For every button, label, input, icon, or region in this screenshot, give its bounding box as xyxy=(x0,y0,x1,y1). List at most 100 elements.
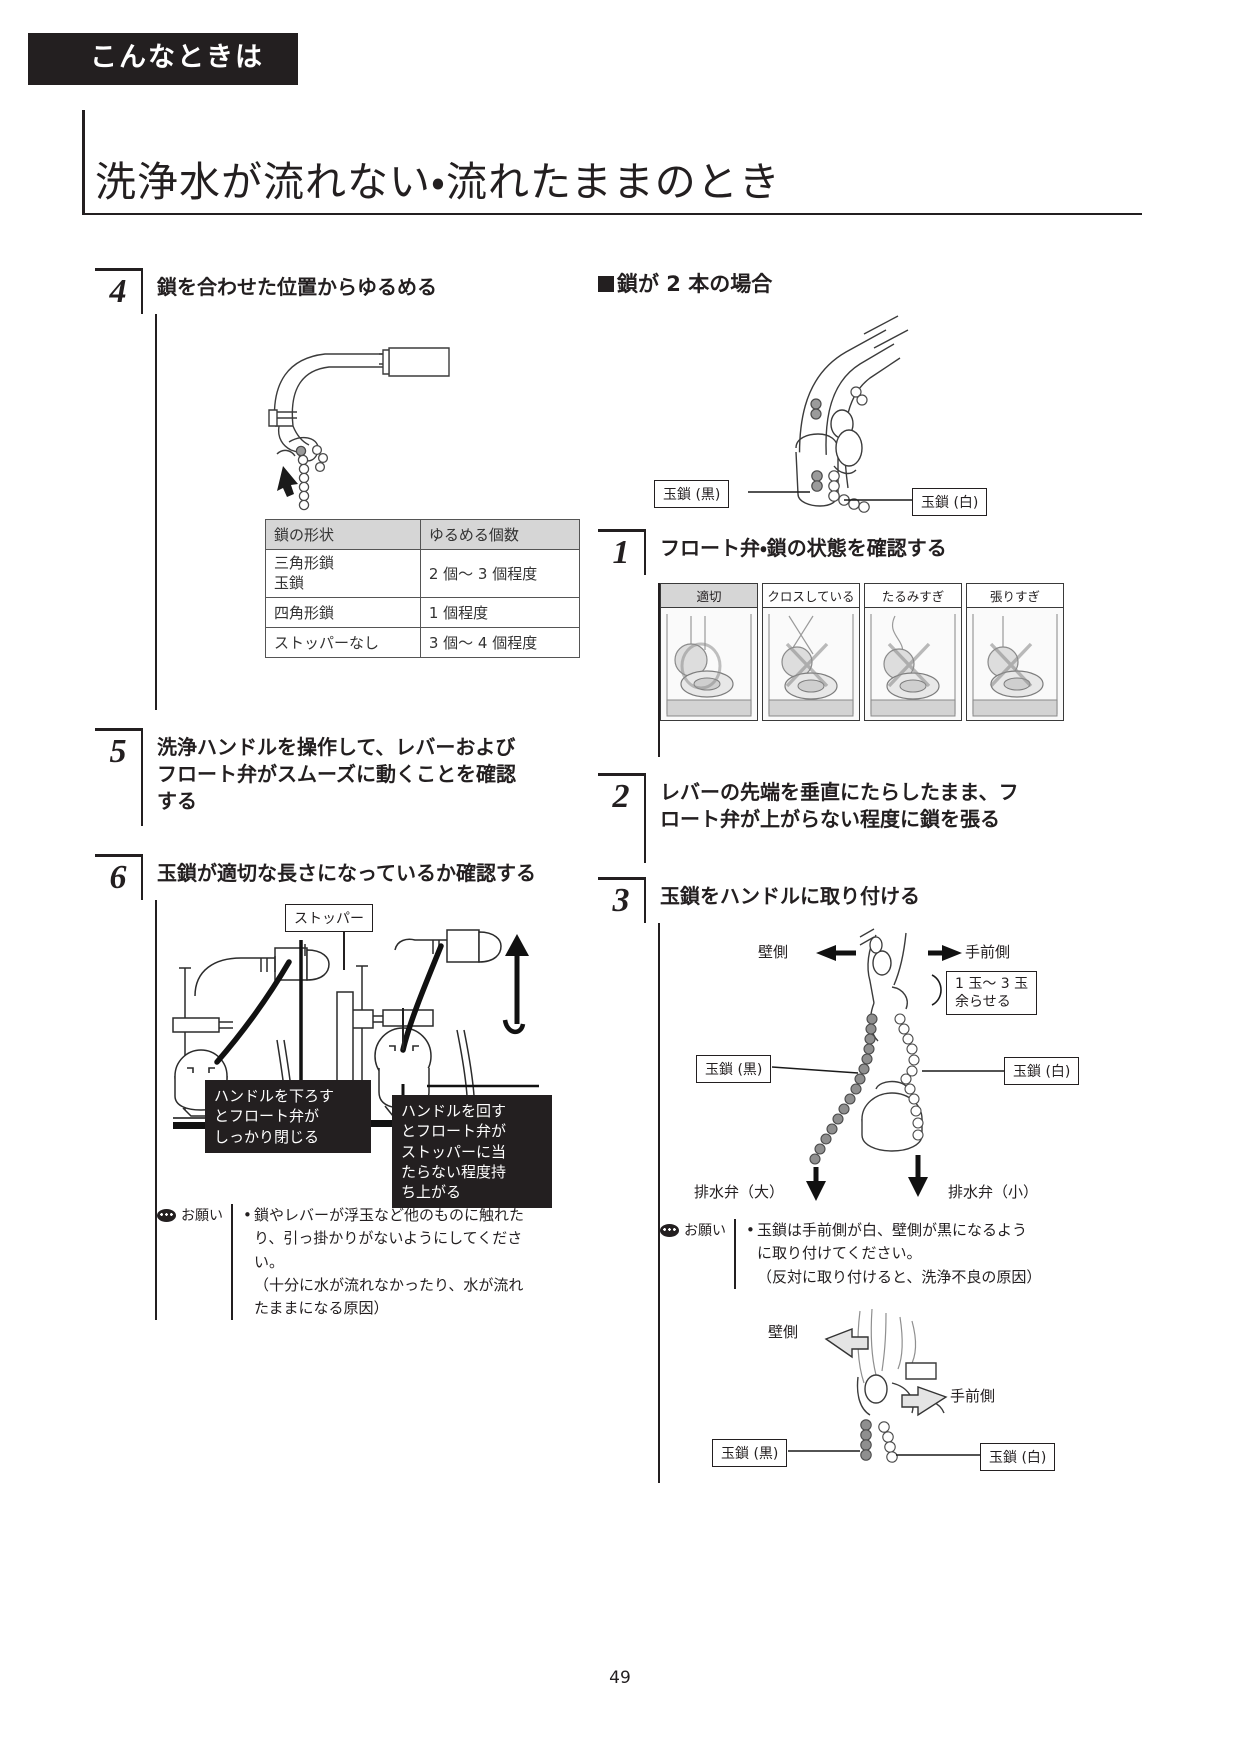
note-label: お願い xyxy=(181,1208,223,1224)
page-title-frame xyxy=(82,110,1142,215)
step-6-note: お願い • 鎖やレバーが浮玉など他のものに触れた り、引っ掛かりがないようにして… xyxy=(157,1204,545,1321)
label-front-side: 手前側 xyxy=(965,943,1011,961)
step-6: 6 玉鎖が適切な長さになっているか確認する ストッパー xyxy=(95,854,552,1321)
step-6-title-wrap: 玉鎖が適切な長さになっているか確認する xyxy=(141,854,545,900)
note-line: り、引っ掛かりがないようにしてください。 xyxy=(254,1229,523,1271)
step-6-number: 6 xyxy=(95,854,141,895)
photo-image xyxy=(661,608,757,720)
cell-shape: 四角形鎖 xyxy=(265,597,421,628)
step-4-content: 鎖の形状 ゆるめる個数 三角形鎖 玉鎖 2 個〜 3 個程度 四角形鎖 xyxy=(95,314,581,710)
step-6-header: 6 玉鎖が適切な長さになっているか確認する xyxy=(95,854,545,900)
table-header-shape: 鎖の形状 xyxy=(265,519,421,550)
table-header-row: 鎖の形状 ゆるめる個数 xyxy=(265,519,581,550)
label-chain-white: 玉鎖 (白) xyxy=(1004,1057,1080,1085)
step-6-title: 玉鎖が適切な長さになっているか確認する xyxy=(157,861,536,885)
cell-shape: ストッパーなし xyxy=(265,627,421,658)
step-4-title-wrap: 鎖を合わせた位置からゆるめる xyxy=(141,268,545,314)
note-line: （反対に取り付けると、洗浄不良の原因） xyxy=(757,1267,1042,1286)
stopper-leader-line xyxy=(343,932,345,970)
photo-caption: 張りすぎ xyxy=(967,584,1063,608)
note-label-wrap: お願い xyxy=(157,1204,231,1225)
left-column: 4 鎖を合わせた位置からゆるめる xyxy=(95,268,581,1321)
step-1-header: 1 フロート弁・鎖の状態を確認する xyxy=(598,529,1048,575)
note-label-wrap: お願い xyxy=(660,1219,734,1240)
step-1-title-wrap: フロート弁・鎖の状態を確認する xyxy=(644,529,1048,575)
note-line: たままになる原因） xyxy=(254,1299,389,1317)
label-drain-large: 排水弁（大） xyxy=(694,1183,785,1201)
float-valve-photo-strip: 適切 xyxy=(660,583,1064,721)
table-row: ストッパーなし 3 個〜 4 個程度 xyxy=(265,627,581,658)
cell-count: 1 個程度 xyxy=(419,597,581,628)
step-4-title: 鎖を合わせた位置からゆるめる xyxy=(157,275,437,299)
photo-image xyxy=(865,608,961,720)
note-text: • 玉鎖は手前側が白、壁側が黒になるよう に取り付けてください。 （反対に取り付… xyxy=(734,1219,1041,1289)
label-slack-note: 1 玉〜 3 玉 余らせる xyxy=(946,971,1038,1016)
callout-handle-down: ハンドルを下ろす とフロート弁が しっかり閉じる xyxy=(205,1080,371,1153)
step-1-number: 1 xyxy=(598,529,644,570)
step-5: 5 洗浄ハンドルを操作して、レバーおよびフロート弁がスムーズに動くことを確認する xyxy=(95,728,545,826)
step-3-title-wrap: 玉鎖をハンドルに取り付ける xyxy=(644,877,1048,923)
callout-handle-turn: ハンドルを回す とフロート弁が ストッパーに当 たらない程度持 ち上がる xyxy=(392,1095,552,1209)
cell-shape: 三角形鎖 玉鎖 xyxy=(265,549,421,598)
section-heading-two-chains: 鎖が 2 本の場合 xyxy=(598,268,1048,298)
step-3-number: 3 xyxy=(598,877,644,918)
note-line-text: 鎖やレバーが浮玉など他のものに触れた xyxy=(254,1206,525,1224)
step-2-number: 2 xyxy=(598,773,644,814)
note-line: に取り付けてください。 xyxy=(757,1244,922,1263)
two-chain-diagram: 玉鎖 (黒) 玉鎖 (白) xyxy=(598,304,1048,529)
note-bullet: • xyxy=(746,1221,755,1239)
table-row: 四角形鎖 1 個程度 xyxy=(265,597,581,628)
step-2: 2 レバーの先端を垂直にたらしたまま、フロート弁が上がらない程度に鎖を張る xyxy=(598,773,1048,863)
photo-panel: たるみすぎ xyxy=(864,583,962,721)
label-chain-white: 玉鎖 (白) xyxy=(912,488,988,516)
photo-caption: たるみすぎ xyxy=(865,584,961,608)
table-header-count: ゆるめる個数 xyxy=(419,519,581,550)
step-3-header: 3 玉鎖をハンドルに取り付ける xyxy=(598,877,1048,923)
label-chain-black: 玉鎖 (黒) xyxy=(654,480,730,508)
section-heading-text: 鎖が 2 本の場合 xyxy=(617,272,773,296)
cell-count: 2 個〜 3 個程度 xyxy=(419,549,581,598)
step-3-note: お願い • 玉鎖は手前側が白、壁側が黒になるよう に取り付けてください。 （反対… xyxy=(660,1219,1048,1289)
label-chain-white: 玉鎖 (白) xyxy=(980,1442,1056,1471)
step-4-illustration xyxy=(157,314,545,519)
photo-panel: 張りすぎ xyxy=(966,583,1064,721)
request-icon xyxy=(157,1208,176,1222)
label-wall-side: 壁側 xyxy=(758,943,789,961)
step-2-header: 2 レバーの先端を垂直にたらしたまま、フロート弁が上がらない程度に鎖を張る xyxy=(598,773,1048,863)
stopper-label: ストッパー xyxy=(285,904,373,932)
chain-shape-table: 鎖の形状 ゆるめる個数 三角形鎖 玉鎖 2 個〜 3 個程度 四角形鎖 xyxy=(265,519,581,658)
step-4-number: 4 xyxy=(95,268,141,309)
note-line: • 鎖やレバーが浮玉など他のものに触れた xyxy=(243,1204,545,1227)
photo-caption: 適切 xyxy=(661,584,757,608)
photo-image xyxy=(967,608,1063,720)
label-chain-black: 玉鎖 (黒) xyxy=(696,1055,772,1083)
step-6-content: ストッパー xyxy=(95,900,552,1321)
photo-caption: クロスしている xyxy=(763,584,859,608)
step-3-content: 壁側 手前側 1 玉〜 3 玉 余らせる 玉鎖 (黒) 玉鎖 (白) 排水弁（大… xyxy=(598,923,1080,1483)
label-wall-side: 壁側 xyxy=(768,1322,799,1341)
note-line-text: 玉鎖は手前側が白、壁側が黒になるよう xyxy=(757,1221,1028,1239)
step-1-title: フロート弁・鎖の状態を確認する xyxy=(660,536,947,560)
step-2-title-wrap: レバーの先端を垂直にたらしたまま、フロート弁が上がらない程度に鎖を張る xyxy=(644,773,1048,863)
note-line: （十分に水が流れなかったり、水が流れ xyxy=(254,1275,524,1294)
photo-panel: クロスしている xyxy=(762,583,860,721)
step-2-title: レバーの先端を垂直にたらしたまま、フロート弁が上がらない程度に鎖を張る xyxy=(660,780,1019,831)
step-4: 4 鎖を合わせた位置からゆるめる xyxy=(95,268,581,710)
step-5-header: 5 洗浄ハンドルを操作して、レバーおよびフロート弁がスムーズに動くことを確認する xyxy=(95,728,545,826)
step-5-title: 洗浄ハンドルを操作して、レバーおよびフロート弁がスムーズに動くことを確認する xyxy=(157,735,516,813)
table-row: 三角形鎖 玉鎖 2 個〜 3 個程度 xyxy=(265,549,581,598)
step-4-header: 4 鎖を合わせた位置からゆるめる xyxy=(95,268,545,314)
right-column: 鎖が 2 本の場合 xyxy=(598,268,1080,1483)
step-1: 1 フロート弁・鎖の状態を確認する 適切 xyxy=(598,529,1064,757)
request-icon xyxy=(660,1223,679,1237)
page-title: 洗浄水が流れない・流れたままのとき xyxy=(95,158,781,206)
photo-panel: 適切 xyxy=(660,583,758,721)
chain-attach-diagram: 壁側 手前側 1 玉〜 3 玉 余らせる 玉鎖 (黒) 玉鎖 (白) 排水弁（大… xyxy=(660,923,1090,1213)
note-text: • 鎖やレバーが浮玉など他のものに触れた り、引っ掛かりがないようにしてください… xyxy=(231,1204,545,1321)
note-line: • 玉鎖は手前側が白、壁側が黒になるよう xyxy=(746,1219,1041,1242)
label-front-side: 手前側 xyxy=(950,1386,996,1405)
cell-count: 3 個〜 4 個程度 xyxy=(419,627,581,658)
note-bullet: • xyxy=(243,1206,252,1224)
page-number: 49 xyxy=(609,1668,631,1688)
